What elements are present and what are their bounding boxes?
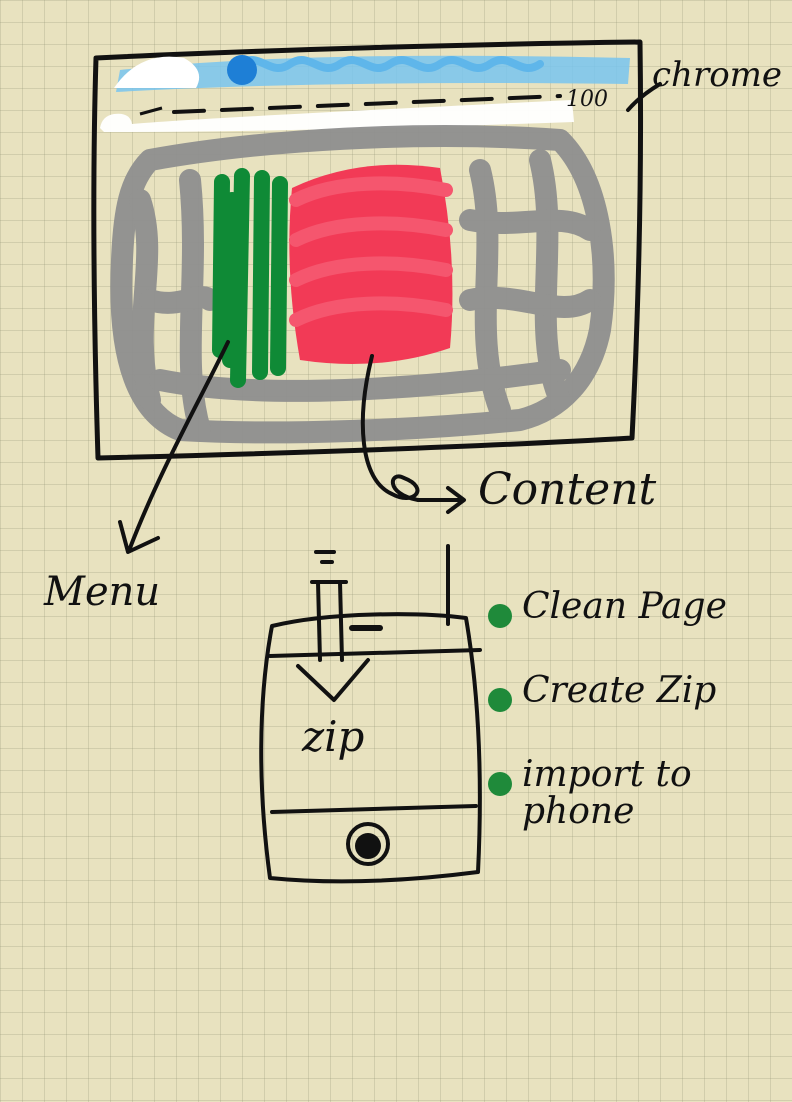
chrome-pointer [626,82,662,112]
step-label: Clean Page [522,586,727,627]
progress-end-label: 100 [566,87,608,112]
step-label: import to phone [522,753,692,833]
step-create-zip: Create Zip [488,669,788,712]
content-block [289,164,453,364]
content-arrow-head [446,486,466,514]
bullet-dot-icon [488,687,512,712]
step-list: Clean Page Create Zip import to phone [488,588,788,831]
tab-bar-scribble [114,55,630,92]
zip-label: zip [302,712,365,761]
browser-window-sketch [91,39,644,461]
chrome-label: chrome [652,55,783,95]
progress-bar-sketch: 100 [100,87,608,132]
content-label: Content [478,464,657,515]
phone-sketch [259,544,482,884]
bullet-dot-icon [488,771,512,796]
arrow-down-icon [296,580,370,702]
page-scribble [110,125,615,444]
step-import-to-phone: import to phone [488,753,742,833]
menu-arrow-head [118,520,160,554]
menu-arrow [128,340,230,550]
annotation-arrows [118,82,662,554]
tab-dot-icon [227,55,257,85]
step-clean-page: Clean Page [488,586,788,628]
menu-block [212,168,288,388]
step-label: Create Zip [522,669,717,711]
content-arrow [360,354,464,502]
menu-label: Menu [44,569,161,615]
home-button-icon [346,822,390,866]
bullet-dot-icon [488,604,512,628]
